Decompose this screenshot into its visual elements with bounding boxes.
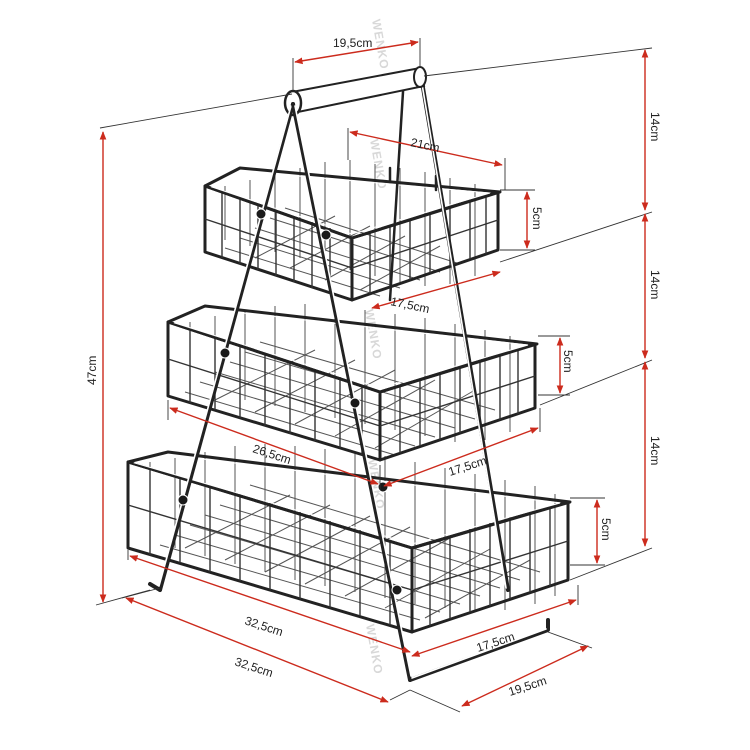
dimension-annotations: 19,5cm 21cm 5cm 17,5cm 5cm xyxy=(85,36,662,713)
dim-top-basket-height: 5cm xyxy=(500,189,544,251)
dim-tier-spacing-bottom-label: 14cm xyxy=(648,436,662,465)
dim-middle-basket-height: 5cm xyxy=(538,335,575,396)
top-basket-rim-highlight xyxy=(210,170,491,235)
basket-stand-illustration xyxy=(126,66,572,682)
front-right-leg xyxy=(291,102,412,682)
dim-tier-spacing-middle-label: 14cm xyxy=(648,270,662,299)
dim-bottom-basket-height-label: 5cm xyxy=(599,518,613,541)
a-frame xyxy=(148,66,550,682)
handle-bar-end-right xyxy=(413,66,427,88)
dim-handle-width-label: 19,5cm xyxy=(333,36,372,50)
dim-base-width-label: 32,5cm xyxy=(233,655,275,680)
dim-top-basket-depth-label: 17,5cm xyxy=(389,294,430,316)
rivet-middle-left xyxy=(219,347,231,359)
handle-bar-body xyxy=(290,66,426,114)
rivet-middle-right xyxy=(349,397,361,409)
front-left-leg-highlight xyxy=(158,105,292,587)
top-basket-top-rim xyxy=(203,166,502,240)
dim-base-depth-label: 19,5cm xyxy=(507,673,549,698)
handle-bar xyxy=(283,66,427,117)
dim-middle-basket-depth: 17,5cm xyxy=(383,408,541,487)
dim-bottom-basket-height: 5cm xyxy=(570,497,613,566)
watermark-text-5: WENKO xyxy=(363,623,386,676)
watermark-text-1: WENKO xyxy=(369,18,392,71)
rivet-bottom-left xyxy=(177,494,189,506)
bottom-basket-top-rim xyxy=(126,450,572,550)
dim-top-basket-height-label: 5cm xyxy=(530,207,544,230)
dim-total-height: 47cm xyxy=(85,93,293,606)
dim-top-basket-width-label: 21cm xyxy=(409,135,441,155)
dim-middle-basket-depth-label: 17,5cm xyxy=(447,453,489,478)
dim-top-basket-width: 21cm xyxy=(347,128,506,190)
bottom-basket-floor-grid xyxy=(159,484,541,621)
dim-tier-spacing-top-label: 14cm xyxy=(648,112,662,141)
rivet-top-left xyxy=(255,208,267,220)
dim-bottom-basket-width-label: 32,5cm xyxy=(243,614,285,639)
rivet-bottom-right xyxy=(391,584,403,596)
rivet-bottom-center xyxy=(377,481,389,493)
bottom-basket-right-wires xyxy=(411,506,569,626)
dim-bottom-basket-depth: 17,5cm xyxy=(411,585,579,657)
middle-basket-rim-highlight xyxy=(173,308,529,389)
back-left-leg xyxy=(388,74,406,302)
bottom-basket-rim-highlight xyxy=(133,454,561,545)
dim-middle-basket-height-label: 5cm xyxy=(561,350,575,373)
dim-total-height-label: 47cm xyxy=(85,356,99,385)
front-left-leg xyxy=(158,102,295,592)
dim-handle-width: 19,5cm xyxy=(292,36,421,90)
middle-basket-top-rim xyxy=(166,304,539,394)
rivet-top-right xyxy=(320,229,332,241)
middle-basket xyxy=(166,304,539,462)
dim-tier-spacing: 14cm 14cm 14cm xyxy=(423,47,662,581)
